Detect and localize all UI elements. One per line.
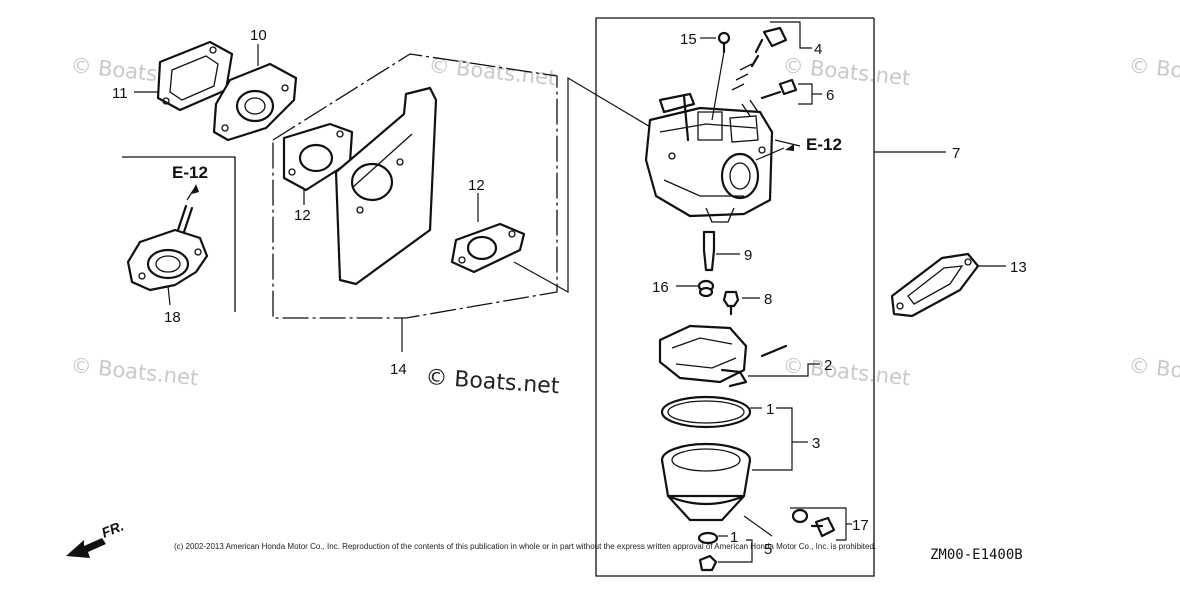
callout-17: 17	[852, 517, 869, 534]
part-5-drain-bolt	[698, 554, 718, 572]
part-10-insulator	[212, 62, 298, 142]
left-reference-bracket	[122, 156, 236, 312]
leader-6	[798, 83, 813, 105]
part-9-main-jet	[702, 230, 716, 272]
assembly-connector-lines	[513, 76, 653, 294]
part-13-gasket	[890, 252, 980, 318]
brand-caption: © Boats.net	[425, 365, 561, 399]
reference-e12-left: E-12	[172, 163, 208, 182]
callout-12-upper: 12	[294, 207, 311, 224]
callout-10: 10	[250, 27, 267, 44]
watermark-6: © Boats.net	[781, 353, 911, 390]
part-2-float-pin	[760, 344, 788, 358]
callout-1-lower: 1	[730, 529, 738, 546]
reference-leader-right	[774, 139, 801, 147]
leader-5	[718, 539, 753, 563]
part-2-float	[658, 324, 748, 388]
callout-4: 4	[814, 41, 822, 58]
leader-15-to-body	[711, 51, 725, 121]
part-14-heat-shield	[334, 86, 438, 286]
callout-5: 5	[764, 541, 772, 558]
leader-18	[167, 285, 171, 306]
part-3-float-bowl	[660, 442, 752, 522]
leader-2	[748, 363, 820, 377]
part-15-screw	[717, 31, 731, 54]
part-4-valve-cap	[731, 26, 788, 91]
leader-5-bowl	[743, 515, 773, 537]
part-8-float-needle	[722, 290, 740, 316]
diagram-code: ZM00-E1400B	[930, 547, 1023, 563]
reference-pointer-right	[755, 147, 785, 161]
callout-18: 18	[164, 309, 181, 326]
carburetor-body	[644, 92, 774, 223]
part-18-intake-elbow	[126, 204, 209, 292]
watermark-7: © Boats.net	[1127, 353, 1180, 390]
part-16-washer	[697, 279, 715, 298]
watermark-4: © Boats.net	[1127, 53, 1180, 90]
reference-arrowhead-left	[192, 184, 199, 194]
part-1-bowl-gasket	[660, 395, 752, 429]
assembly-14-outline	[272, 53, 558, 319]
carburetor-assembly-frame	[595, 17, 875, 577]
callout-2: 2	[824, 357, 832, 374]
part-6-screws	[741, 78, 798, 117]
watermark-3: © Boats.net	[781, 53, 911, 90]
reference-arrowhead-right	[785, 144, 794, 151]
front-label: FR.	[99, 517, 126, 540]
watermark-5: © Boats.net	[69, 353, 199, 390]
leader-3	[752, 407, 793, 471]
part-12-gasket-lower	[450, 222, 526, 274]
callout-14: 14	[390, 361, 407, 378]
copyright-notice: (c) 2002-2013 American Honda Motor Co., …	[174, 542, 876, 551]
callout-13: 13	[1010, 259, 1027, 276]
callout-12-lower: 12	[468, 177, 485, 194]
front-direction-arrow	[66, 538, 106, 558]
callout-11: 11	[112, 85, 128, 102]
callout-3: 3	[812, 435, 820, 452]
callout-9: 9	[744, 247, 752, 264]
part-17-bowl-bolt	[791, 508, 836, 538]
callout-6: 6	[826, 87, 834, 104]
callout-8: 8	[764, 291, 772, 308]
leader-4	[770, 21, 812, 49]
callout-15: 15	[680, 31, 697, 48]
callout-16: 16	[652, 279, 669, 296]
callout-7: 7	[952, 145, 960, 162]
watermark-2: © Boats.net	[427, 53, 557, 90]
callout-1-upper: 1	[766, 401, 774, 418]
part-1-drain-washer	[697, 531, 719, 545]
reference-e12-right: E-12	[806, 135, 842, 154]
